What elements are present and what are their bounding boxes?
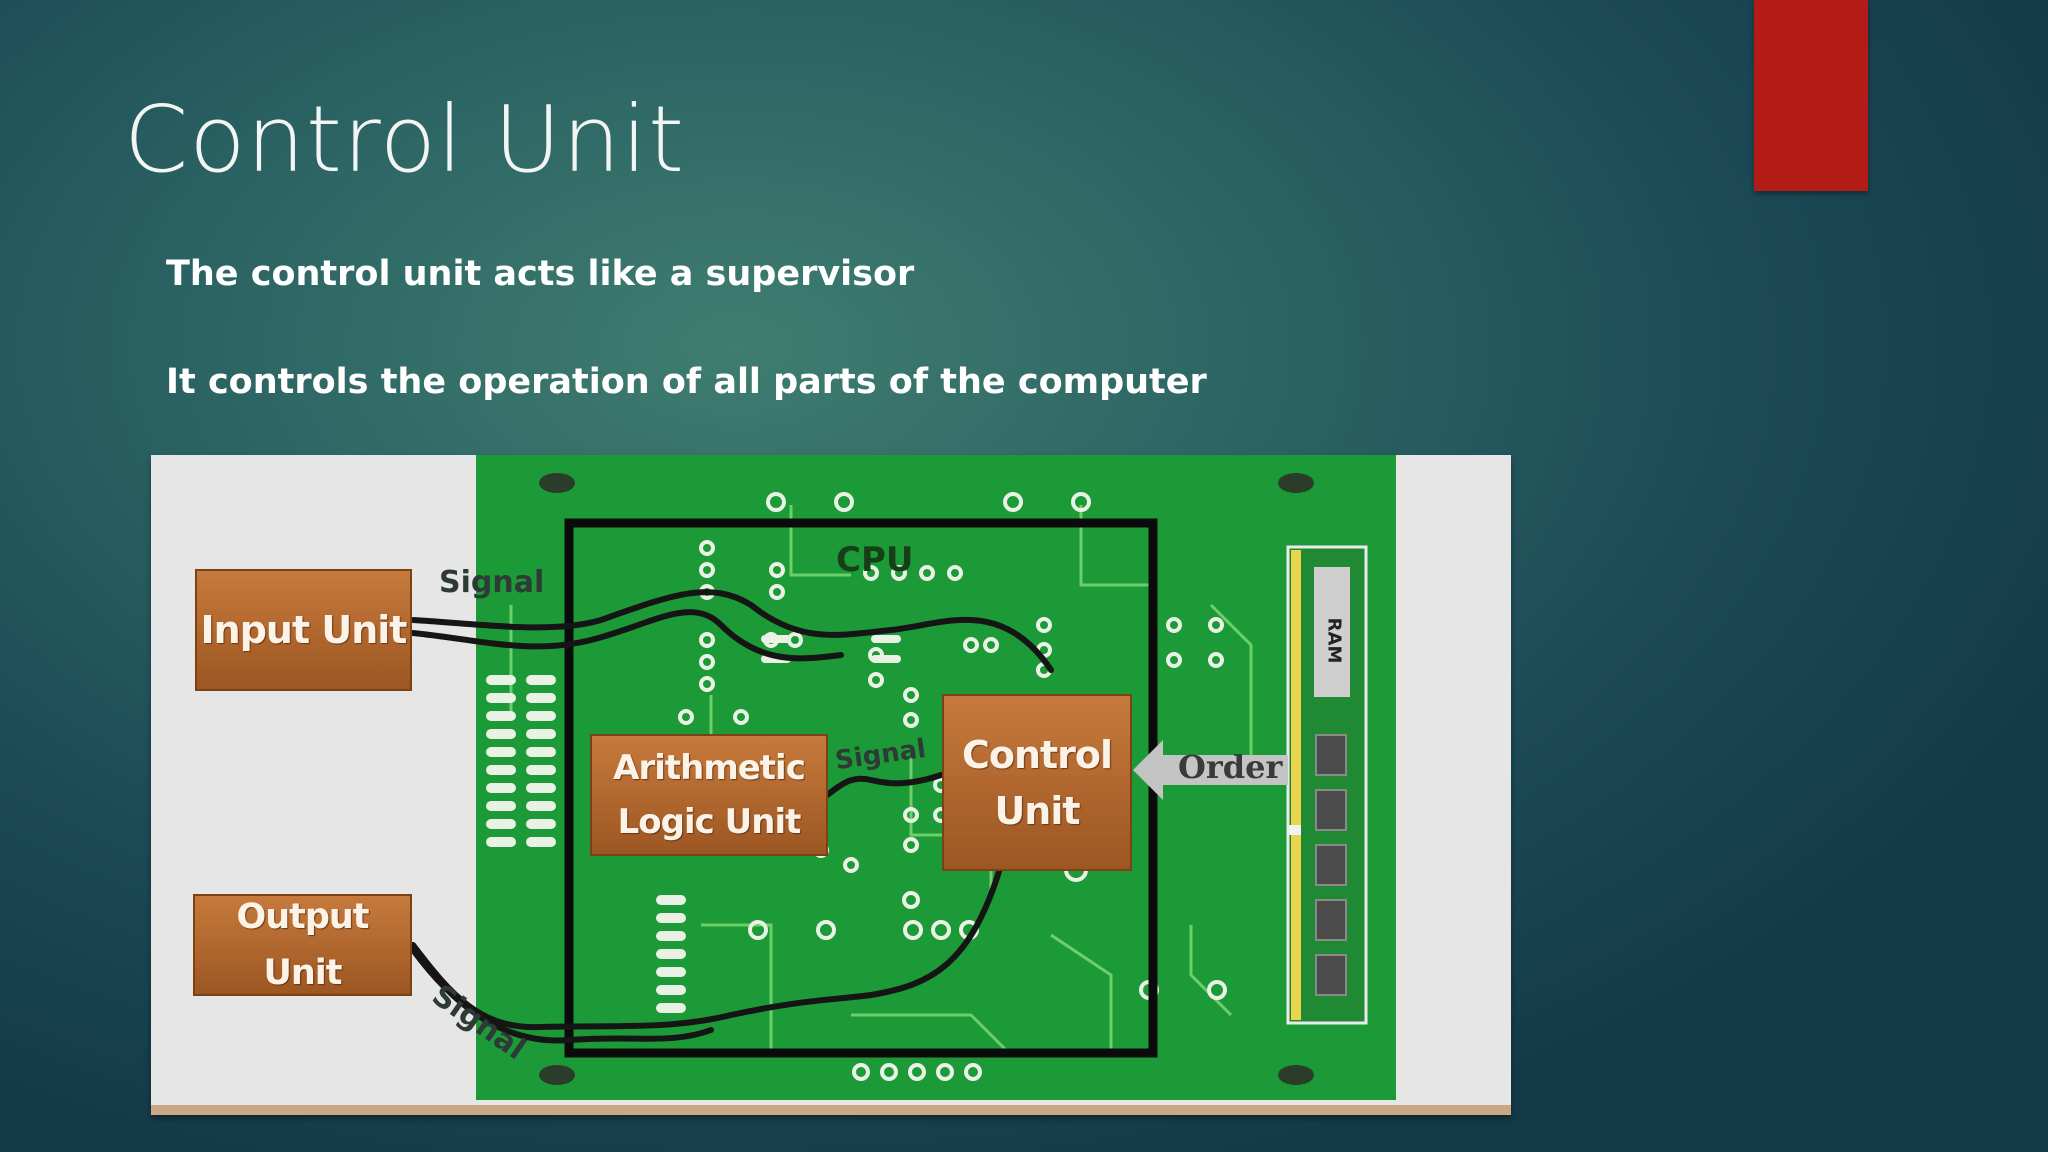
alu-box — [590, 734, 828, 856]
wire-output-alu — [410, 947, 714, 1044]
bullet-controls-operation: It controls the operation of all parts o… — [166, 362, 1207, 402]
alu-label: Arithmetic Logic Unit — [591, 735, 827, 855]
wire-input-control — [410, 589, 1054, 673]
mount-hole — [539, 1065, 575, 1085]
order-arrow — [1133, 740, 1288, 800]
mount-hole — [539, 473, 575, 493]
output-unit-label: Output Unit — [236, 897, 369, 993]
slide-title: Control Unit — [124, 86, 686, 193]
order-label: Order — [1178, 748, 1283, 786]
diagram-graphic — [151, 455, 1511, 1115]
output-unit-box — [193, 894, 412, 996]
mount-hole — [1278, 1065, 1314, 1085]
wire-output-control — [410, 862, 1004, 1031]
accent-bar — [1754, 0, 1868, 191]
alu-label-line1: Arithmetic — [613, 748, 806, 788]
control-unit-label-line2: Unit — [994, 788, 1080, 833]
pin-header — [486, 635, 901, 1013]
ram-stick — [1286, 545, 1368, 1025]
input-unit-box — [195, 569, 412, 691]
input-unit-label: Input Unit — [200, 608, 408, 652]
control-unit-label: Control Unit — [943, 695, 1131, 870]
signal-label-input: Signal — [439, 565, 545, 600]
alu-label-line2: Logic Unit — [617, 802, 802, 842]
control-unit-box — [942, 694, 1132, 871]
wire-input-alu — [410, 609, 844, 662]
wire-alu-control — [824, 772, 944, 798]
control-unit-diagram: Input Unit Output Unit Arithmetic Logic … — [151, 455, 1511, 1115]
control-unit-label-line1: Control — [961, 732, 1113, 777]
cpu-label: CPU — [836, 540, 914, 580]
bullet-supervisor: The control unit acts like a supervisor — [166, 254, 915, 294]
ram-label: RAM — [1323, 617, 1345, 664]
diagram-bottom-edge — [151, 1105, 1511, 1115]
signal-wires — [410, 589, 1054, 1044]
mount-hole — [1278, 473, 1314, 493]
